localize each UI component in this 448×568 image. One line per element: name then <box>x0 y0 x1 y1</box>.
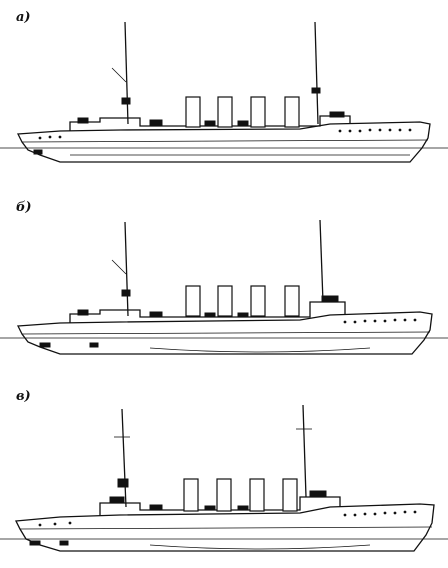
foremast <box>121 408 127 508</box>
belt-line <box>21 331 431 335</box>
cruiser-profile-b <box>0 219 448 355</box>
keel-line <box>149 347 371 353</box>
funnel-1 <box>185 285 201 317</box>
keel-line <box>149 544 371 550</box>
foretop <box>117 478 129 488</box>
cruiser-profile-a <box>0 21 448 163</box>
panel-label-b: б) <box>16 200 32 215</box>
funnel-4 <box>282 478 298 512</box>
funnel-1 <box>185 96 201 128</box>
portholes <box>38 128 412 140</box>
foremast-yard <box>111 67 127 83</box>
panel-label-c: в) <box>16 389 31 404</box>
funnel-3 <box>250 96 266 128</box>
mainmast <box>302 404 307 498</box>
foremast-yard <box>111 259 127 275</box>
funnel-2 <box>216 478 232 512</box>
mainmast <box>319 219 324 303</box>
maintop <box>311 87 321 94</box>
portholes <box>38 510 417 527</box>
belt-line <box>21 139 429 143</box>
funnel-4 <box>284 285 300 317</box>
funnel-3 <box>249 478 265 512</box>
hull <box>16 121 431 163</box>
mainmast <box>314 21 319 125</box>
deck-fittings <box>29 490 327 546</box>
panel-b: б) <box>0 190 448 379</box>
cruiser-profile-c <box>0 404 448 552</box>
funnel-2 <box>217 285 233 317</box>
funnel-4 <box>284 96 300 128</box>
foremast <box>124 21 129 125</box>
foretop <box>121 97 131 105</box>
belt-line <box>19 526 433 530</box>
portholes <box>343 318 417 324</box>
deck-fittings <box>39 295 339 348</box>
deck-fittings <box>33 111 345 155</box>
hull <box>16 311 433 355</box>
foremast <box>124 221 129 317</box>
panel-c: в) <box>0 379 448 568</box>
foretop <box>121 289 131 297</box>
panel-label-a: а) <box>16 10 31 25</box>
funnel-2 <box>217 96 233 128</box>
panel-a: а) <box>0 0 448 189</box>
funnel-1 <box>183 478 199 512</box>
funnel-3 <box>250 285 266 317</box>
